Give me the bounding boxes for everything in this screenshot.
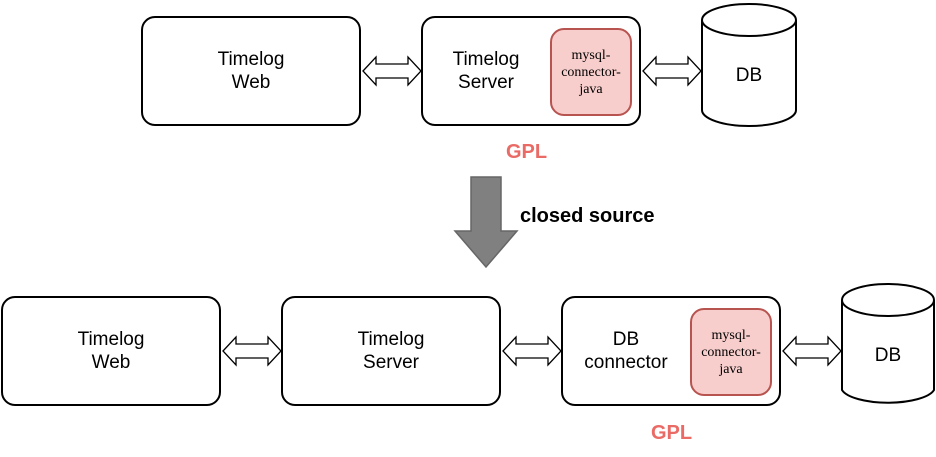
bottom-db-label: DB xyxy=(874,344,902,366)
bottom-db-connector-label: DB connector xyxy=(584,329,668,373)
top-timelog-web-box xyxy=(141,16,361,126)
bottom-connector-db-double-arrow xyxy=(782,335,842,367)
top-gpl-license-label: GPL xyxy=(506,141,548,163)
bottom-timelog-server-label: Timelog Server xyxy=(357,329,425,373)
bottom-server-connector-double-arrow xyxy=(502,335,562,367)
bottom-timelog-web-label: Timelog Web xyxy=(77,329,145,373)
top-timelog-web-label: Timelog Web xyxy=(217,49,285,93)
transition-down-arrow-icon xyxy=(453,176,519,269)
bottom-web-server-double-arrow xyxy=(222,335,282,367)
bottom-db-cylinder-icon xyxy=(841,283,935,404)
bottom-timelog-server-box xyxy=(281,296,501,406)
top-db-label: DB xyxy=(735,64,763,86)
top-server-db-double-arrow xyxy=(642,55,702,87)
top-timelog-server-label: Timelog Server xyxy=(452,49,520,93)
bottom-timelog-web-box xyxy=(1,296,221,406)
top-db-cylinder-icon xyxy=(701,3,797,127)
closed-source-label: closed source xyxy=(520,205,655,227)
bottom-mysql-connector-java-box: mysql- connector- java xyxy=(690,308,772,396)
bottom-gpl-license-label: GPL xyxy=(651,422,693,444)
top-mysql-connector-java-box: mysql- connector- java xyxy=(550,28,632,116)
top-web-server-double-arrow xyxy=(362,55,422,87)
